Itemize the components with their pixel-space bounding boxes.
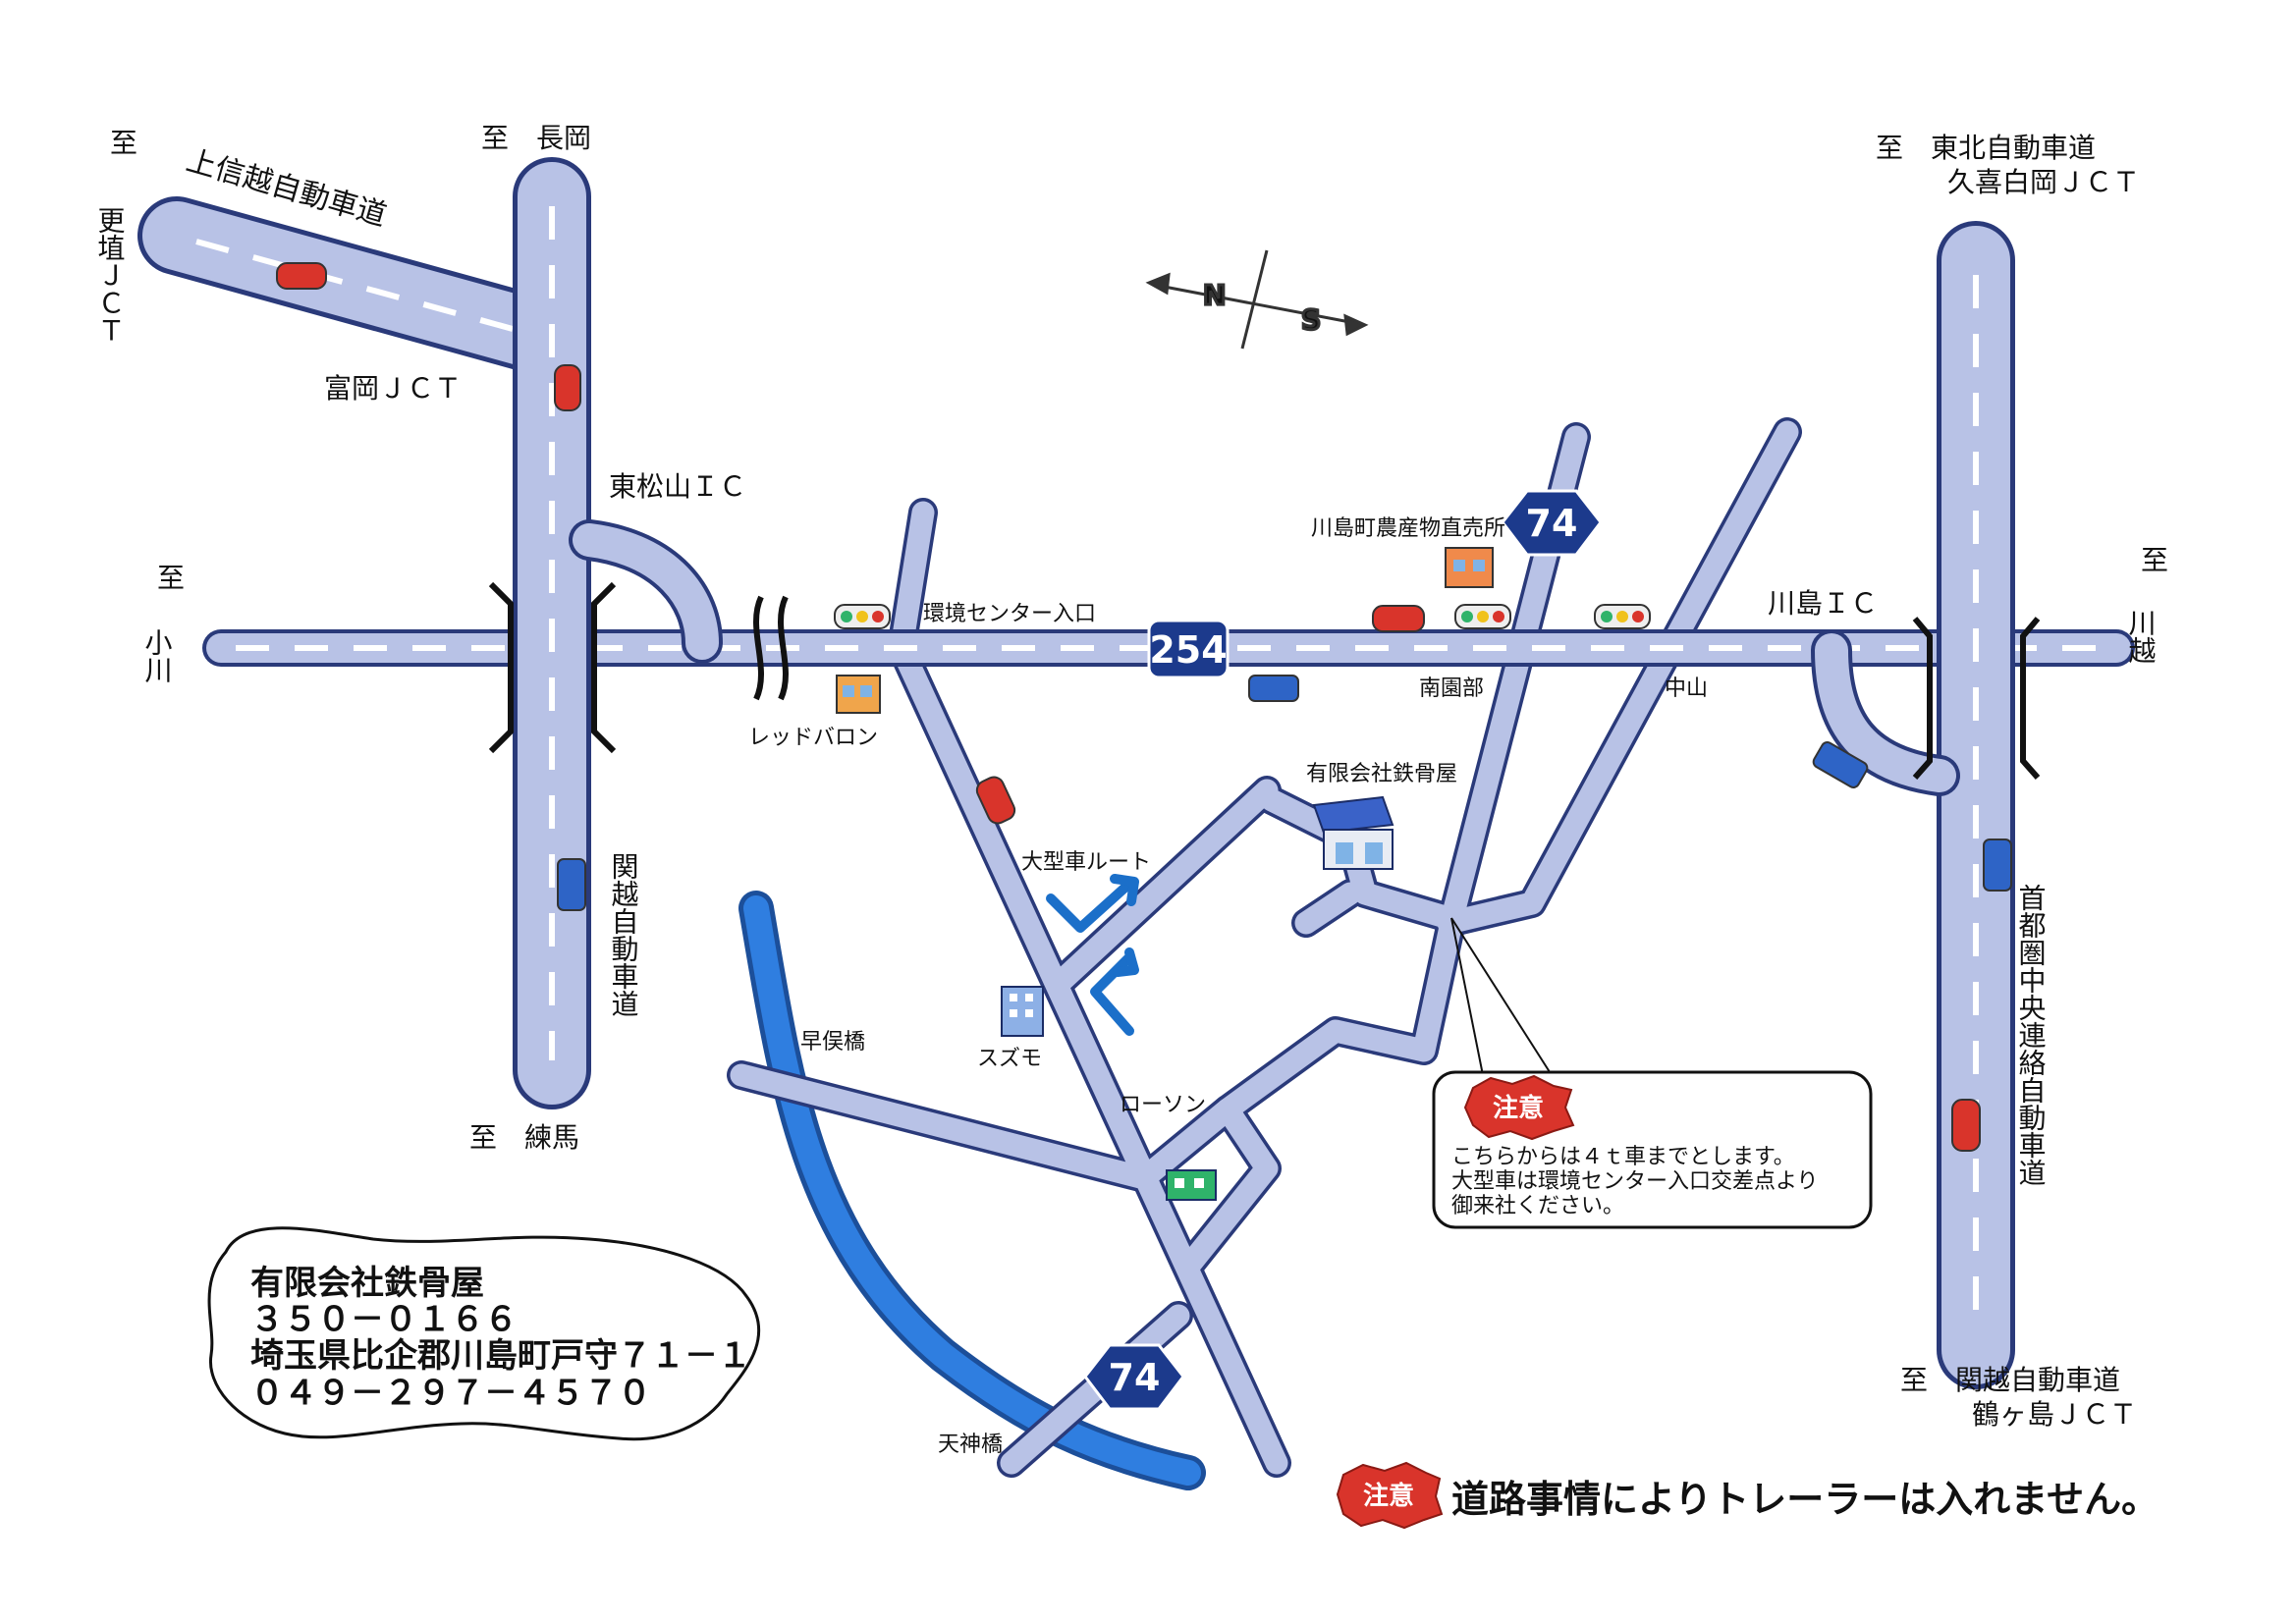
kawagoe-label: 川越 [2125,609,2158,664]
suzumo-label: スズモ [977,1047,1042,1071]
suzumo-building-icon [1001,986,1044,1037]
higashimatsuyama-ic-label: 東松山ＩＣ [609,470,746,503]
warning-badge-text: 注意 [1363,1481,1414,1511]
to-nerima-label: 至 練馬 [469,1121,579,1154]
route-254-shield: 254 [1147,619,1230,679]
joshinetsu-expressway [137,196,589,378]
notice-badge-text: 注意 [1493,1093,1544,1123]
address-company: 有限会社鉄骨屋 [250,1264,484,1303]
address-postal: ３５０－０１６６ [250,1300,518,1339]
kanetsu-label: 関越自動車道 [608,852,640,1017]
nousan-label: 川島町農産物直売所 [1311,516,1505,541]
to-ogawa-label: 至 [157,562,185,594]
kankyo-center-label: 環境センター入口 [923,602,1096,626]
warning-text: 道路事情によりトレーラーは入れません。 [1451,1478,2159,1521]
to-kawagoe-label: 至 [2141,544,2168,576]
route-74-label-bottom: 74 [1109,1356,1161,1399]
route-74-label-top: 74 [1526,502,1578,545]
tohoku-label-2: 久喜白岡ＪＣＴ [1947,166,2140,198]
large-vehicle-route-arrows [1046,874,1139,1036]
trailer-warning: 注意 道路事情によりトレーラーは入れません。 [1336,1461,2159,1530]
to-nagaoka-label: 至 長岡 [481,122,591,154]
kanetsu-bottom-label-2: 鶴ヶ島ＪＣＴ [1972,1398,2137,1431]
overpass-marks [488,581,2041,780]
car-icons [276,262,2012,1152]
tomioka-jct-label: 富岡ＪＣＴ [324,372,462,405]
kanetsu-expressway [513,157,723,1109]
sarashina-jct-label: 更埴ＪＣＴ [94,206,127,344]
route-254-label: 254 [1149,628,1227,672]
notice-line-2: 大型車は環境センター入口交差点より [1451,1169,1819,1194]
farm-store-icon [1445,547,1494,588]
address-phone: ０４９－２９７－４５７０ [250,1374,651,1413]
compass-south: S [1301,303,1321,336]
red-baron-label: レッドバロン [748,726,878,750]
notice-line-3: 御来社ください。 [1451,1194,1624,1218]
compass-north: N [1203,279,1226,311]
route-74-shield-top: 74 [1501,489,1603,557]
company-building-icon [1312,795,1394,870]
kanetsu-bottom-label-1: 至 関越自動車道 [1900,1364,2120,1396]
route-74-shield-bottom: 74 [1083,1343,1185,1411]
river [738,891,1206,1490]
notice-box: 注意 こちらからは４ｔ車までとします。 大型車は環境センター入口交差点より 御来… [1432,1070,1873,1229]
to-sarashina-label: 至 [110,127,137,159]
notice-badge-shape [1463,1074,1575,1141]
large-route-label: 大型車ルート [1021,850,1151,875]
nakayama-label: 中山 [1665,676,1708,701]
lawson-store-icon [1166,1169,1217,1201]
address-street: 埼玉県比企郡川島町戸守７１－１ [250,1336,751,1376]
notice-pointer [1450,917,1553,1076]
ogawa-label: 小川 [141,628,174,683]
kawajima-ic-label: 川島ＩＣ [1768,587,1878,620]
tenjin-label: 天神橋 [938,1433,1003,1457]
notice-line-1: こちらからは４ｔ車までとします。 [1451,1145,1795,1169]
hayamata-label: 早俣橋 [800,1030,865,1055]
address-cloud: 有限会社鉄骨屋 ３５０－０１６６ 埼玉県比企郡川島町戸守７１－１ ０４９－２９７… [207,1226,761,1441]
tohoku-label-1: 至 東北自動車道 [1876,132,2096,164]
lawson-label: ローソン [1120,1093,1206,1117]
traffic-signals [834,604,1651,629]
ken-o-expressway [1811,221,2015,1389]
ken-o-label: 首都圏中央連絡自動車道 [2015,884,2048,1186]
red-baron-icon [836,675,881,714]
company-label: 有限会社鉄骨屋 [1306,762,1457,786]
compass: N S [1145,249,1369,350]
warning-badge-shape [1336,1461,1444,1530]
nanenbu-label: 南園部 [1419,676,1484,701]
